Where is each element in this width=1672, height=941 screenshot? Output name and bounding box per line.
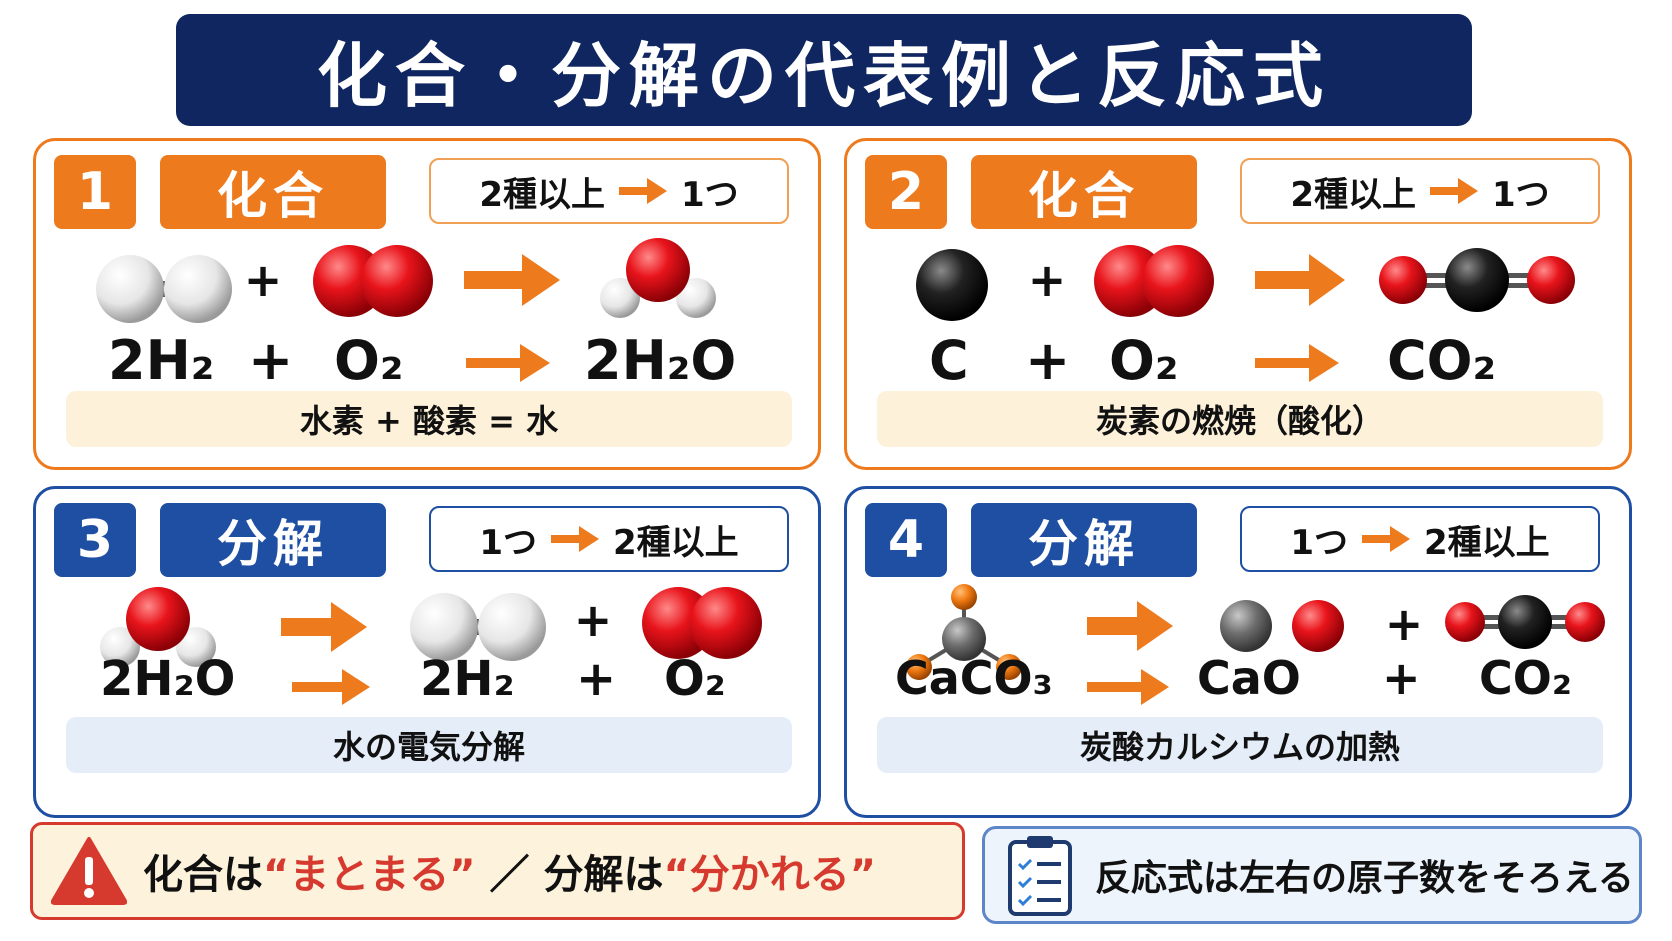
hydrogen-molecule-icon <box>410 593 546 661</box>
water-molecule-icon <box>100 587 216 667</box>
reaction-type-badge: 化合 <box>971 155 1197 229</box>
reaction-arrow-icon <box>1087 669 1169 705</box>
reaction-type-badge: 化合 <box>160 155 386 229</box>
tip-text: 反応式は左右の原子数をそろえる <box>1095 858 1634 899</box>
plus-sign: + <box>1025 329 1071 392</box>
reactant: 2H₂O <box>100 651 236 707</box>
product-1: 2H₂ <box>420 651 515 707</box>
product: 2H₂O <box>584 329 737 392</box>
caption: 炭酸カルシウムの加熱 <box>877 717 1603 773</box>
reaction-arrow-icon <box>1087 601 1173 651</box>
plus-sign: + <box>576 651 617 707</box>
card-number-badge: 4 <box>865 503 947 577</box>
rule-right: 2種以上 <box>1424 522 1550 563</box>
rule-left: 1つ <box>479 522 537 563</box>
tip-note: 反応式は左右の原子数をそろえる <box>982 826 1642 924</box>
product: CO₂ <box>1387 329 1497 392</box>
reaction-arrow-icon <box>281 602 367 652</box>
reaction-arrow-icon <box>466 344 550 382</box>
rule-box: 1つ 2種以上 <box>429 506 789 572</box>
water-molecule-icon <box>600 238 716 318</box>
product-2: CO₂ <box>1479 651 1573 705</box>
caption: 炭素の燃焼（酸化） <box>877 391 1603 447</box>
plus-sign: + <box>1382 651 1421 705</box>
oxygen-atom-icon <box>1292 600 1344 652</box>
warning-icon <box>51 837 127 905</box>
reactant-2: O₂ <box>1109 329 1179 392</box>
card-4-calcium-carbonate-heating: 4 分解 1つ 2種以上 + CaCO₃ CaO + CO₂ 炭酸カルシウムの加… <box>844 486 1632 818</box>
title-banner: 化合・分解の代表例と反応式 <box>176 14 1472 126</box>
plus-sign: + <box>248 329 294 392</box>
card-number-badge: 1 <box>54 155 136 229</box>
calcium-atom-icon <box>1220 600 1272 652</box>
reaction-arrow-icon <box>1255 344 1339 382</box>
reaction-arrow-icon <box>1255 254 1345 306</box>
oxygen-molecule-icon <box>642 587 762 659</box>
plus-sign: + <box>1027 253 1067 307</box>
reactant: CaCO₃ <box>895 651 1053 705</box>
reactant-2: O₂ <box>334 329 404 392</box>
carbon-atom-icon <box>916 249 988 321</box>
summary-text: 化合は“まとまる” ／ 分解は“分かれる” <box>143 842 876 900</box>
rule-left: 1つ <box>1290 522 1348 563</box>
calcium-carbonate-molecule-icon <box>906 584 1022 680</box>
reactant-1: C <box>929 329 969 392</box>
card-2-carbon-combustion: 2 化合 2種以上 1つ + C + O₂ CO₂ 炭素の燃焼（酸化） <box>844 138 1632 470</box>
rule-box: 2種以上 1つ <box>429 158 789 224</box>
page-title: 化合・分解の代表例と反応式 <box>317 34 1331 117</box>
reaction-arrow-icon <box>464 254 560 306</box>
reactant-1: 2H₂ <box>108 329 215 392</box>
arrow-icon <box>1362 526 1410 552</box>
oxygen-molecule-icon <box>1094 245 1214 317</box>
card-3-water-electrolysis: 3 分解 1つ 2種以上 + 2H₂O 2H₂ + O₂ 水の電気分解 <box>33 486 821 818</box>
rule-left: 2種以上 <box>479 174 605 215</box>
carbon-dioxide-molecule-icon <box>1379 248 1575 312</box>
carbon-dioxide-molecule-icon <box>1445 595 1605 649</box>
card-number-badge: 3 <box>54 503 136 577</box>
plus-sign: + <box>573 593 613 647</box>
reaction-type-badge: 分解 <box>971 503 1197 577</box>
reaction-type-badge: 分解 <box>160 503 386 577</box>
rule-right: 1つ <box>1492 174 1550 215</box>
reaction-arrow-icon <box>292 669 370 705</box>
summary-part-a: 化合は <box>143 852 263 898</box>
plus-sign: + <box>1384 597 1424 651</box>
summary-part-c: ／ 分解は <box>489 852 664 898</box>
arrow-icon <box>619 178 667 204</box>
rule-left: 2種以上 <box>1290 174 1416 215</box>
caption: 水の電気分解 <box>66 717 792 773</box>
rule-right: 2種以上 <box>613 522 739 563</box>
caption: 水素 + 酸素 = 水 <box>66 391 792 447</box>
arrow-icon <box>551 526 599 552</box>
summary-note: 化合は“まとまる” ／ 分解は“分かれる” <box>30 822 965 920</box>
card-1-h2-o2-synthesis: 1 化合 2種以上 1つ + 2H₂ + O₂ 2H₂O 水素 + 酸素 = 水 <box>33 138 821 470</box>
summary-part-d: “分かれる” <box>663 852 877 898</box>
product-2: O₂ <box>664 651 726 707</box>
oxygen-molecule-icon <box>313 245 433 317</box>
plus-sign: + <box>243 253 283 307</box>
arrow-icon <box>1430 178 1478 204</box>
rule-right: 1つ <box>681 174 739 215</box>
card-number-badge: 2 <box>865 155 947 229</box>
clipboard-checklist-icon <box>1008 836 1072 916</box>
product-1: CaO <box>1197 651 1301 705</box>
rule-box: 1つ 2種以上 <box>1240 506 1600 572</box>
summary-part-b: “まとまる” <box>263 852 476 898</box>
rule-box: 2種以上 1つ <box>1240 158 1600 224</box>
hydrogen-molecule-icon <box>96 255 232 323</box>
